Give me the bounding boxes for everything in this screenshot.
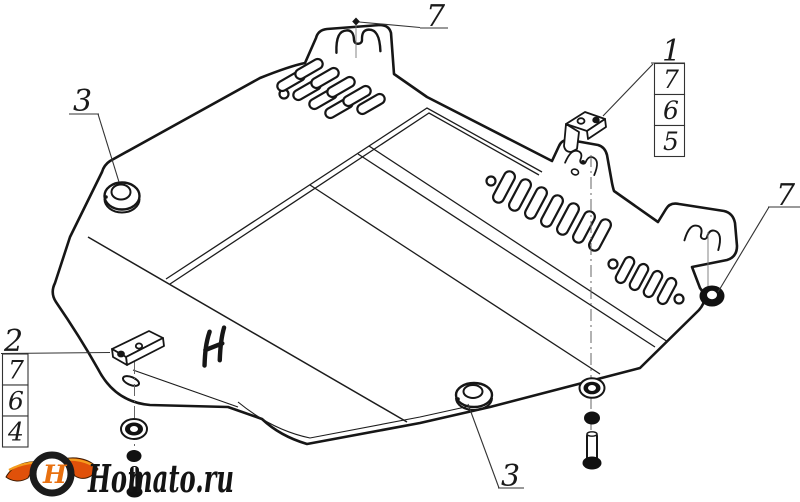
screw-left bbox=[126, 466, 143, 498]
plate-fold-lines bbox=[87, 107, 669, 439]
spacer-right bbox=[584, 411, 600, 425]
clamp-bracket-left bbox=[111, 330, 165, 366]
callout-leader-lines bbox=[0, 21, 770, 489]
grommet-top-left bbox=[103, 181, 141, 214]
vent-slots-middle bbox=[485, 170, 612, 252]
washer-right-corner bbox=[699, 285, 725, 307]
bolt-right bbox=[582, 431, 602, 470]
parts-stack-right: 7 6 5 bbox=[653, 62, 686, 158]
stack-right-item-5: 5 bbox=[663, 127, 679, 156]
fastener-stack-left bbox=[120, 418, 148, 498]
homato-wings-icon: H bbox=[5, 451, 99, 497]
vent-slots-right bbox=[607, 255, 685, 306]
clamp-bracket-right bbox=[563, 111, 607, 153]
leader-end-dot bbox=[352, 17, 360, 26]
stack-left-item-6: 6 bbox=[8, 387, 24, 416]
callout-left-grommet: 3 bbox=[73, 84, 92, 119]
grommet-bottom-center bbox=[454, 381, 494, 411]
plate-holes bbox=[121, 160, 585, 387]
parts-stack-left: 7 6 4 bbox=[1, 353, 29, 448]
fastener-stack-right bbox=[578, 377, 606, 470]
stack-left-item-4: 4 bbox=[7, 418, 24, 447]
callout-left-clamp: 2 bbox=[3, 324, 23, 359]
stack-right-item-6: 6 bbox=[663, 96, 679, 125]
skid-plate-outline bbox=[51, 23, 739, 446]
homato-logo-text: Homato.ru bbox=[87, 456, 234, 501]
callout-right-washer: 7 bbox=[776, 178, 796, 213]
bracket-centerlines bbox=[355, 24, 709, 286]
stack-right-item-7: 7 bbox=[663, 65, 679, 94]
homato-watermark: H Homato.ru bbox=[5, 451, 234, 501]
stack-left-item-7: 7 bbox=[8, 356, 24, 385]
homato-monogram: H bbox=[42, 460, 68, 489]
spacer-left bbox=[126, 450, 142, 462]
callout-right-clamp: 1 bbox=[662, 34, 681, 69]
callout-top-bolt: 7 bbox=[426, 0, 446, 34]
plate-stamp-monogram bbox=[202, 325, 227, 368]
callout-bottom-grommet: 3 bbox=[501, 459, 520, 494]
vent-slots-top bbox=[276, 57, 386, 120]
